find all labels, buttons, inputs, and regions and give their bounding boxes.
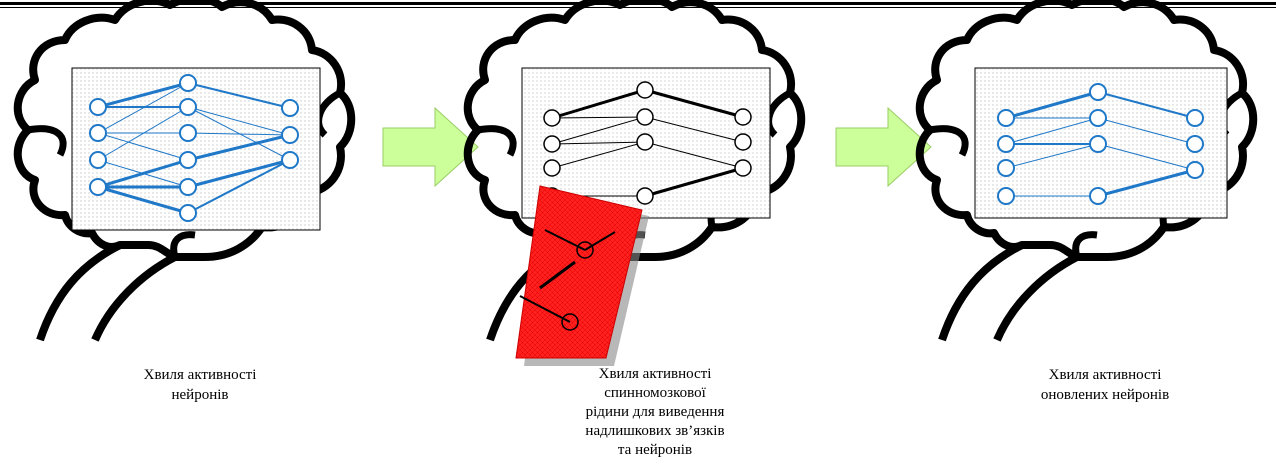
network-dots-texture xyxy=(72,68,320,230)
top-rule-thin xyxy=(0,7,1276,8)
caption-panel-1: Хвиля активності нейронів xyxy=(100,365,300,405)
caption-line: рідини для виведення xyxy=(555,403,755,422)
caption-line: нейронів xyxy=(100,385,300,405)
caption-line: Хвиля активності xyxy=(100,365,300,385)
caption-panel-3: Хвиля активності оновлених нейронів xyxy=(1000,365,1210,405)
caption-line: надлишкових зв’язків xyxy=(555,422,755,441)
csf-wave-sheet xyxy=(516,186,649,366)
caption-line: Хвиля активності xyxy=(1000,365,1210,385)
caption-panel-2: Хвиля активності спинномозкової рідини д… xyxy=(555,365,755,460)
caption-line: оновлених нейронів xyxy=(1000,385,1210,405)
caption-line: спинномозкової xyxy=(555,384,755,403)
panel-3 xyxy=(920,0,1254,340)
caption-line: Хвиля активності xyxy=(555,365,755,384)
panel-1 xyxy=(18,0,352,340)
caption-line: та нейронів xyxy=(555,441,755,460)
panel-2 xyxy=(468,0,802,366)
green-arrow-right-icon xyxy=(383,108,478,186)
